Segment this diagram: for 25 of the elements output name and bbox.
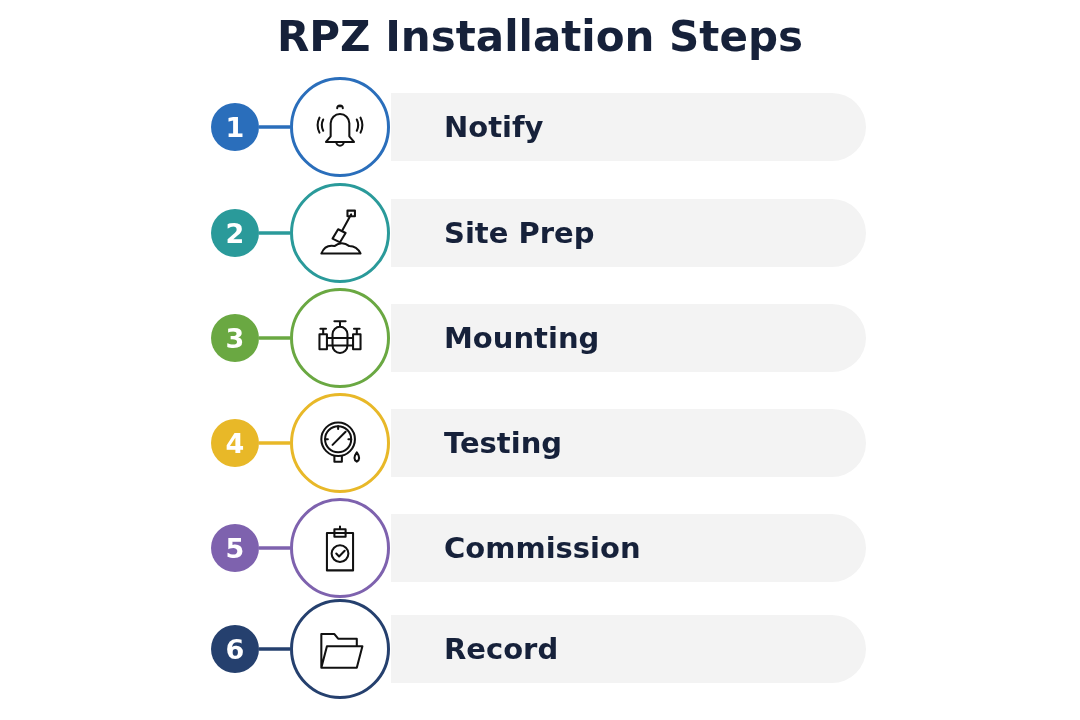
connector-line	[259, 546, 290, 550]
connector-line	[259, 441, 290, 445]
step-label: Notify	[444, 110, 544, 144]
step-bar	[391, 199, 866, 267]
step-number: 4	[211, 419, 259, 467]
connector-line	[259, 231, 290, 235]
step-number: 3	[211, 314, 259, 362]
step-label: Site Prep	[444, 216, 595, 250]
connector-line	[259, 125, 290, 129]
step-label: Testing	[444, 426, 563, 460]
connector-line	[259, 647, 290, 651]
step-number: 1	[211, 103, 259, 151]
step-label: Mounting	[444, 321, 600, 355]
title: RPZ Installation Steps	[276, 12, 804, 61]
connector-line	[259, 336, 290, 340]
step-number: 6	[211, 625, 259, 673]
step-number: 2	[211, 209, 259, 257]
step-bar	[391, 409, 866, 477]
step-bar	[391, 615, 866, 683]
step-label: Commission	[444, 531, 641, 565]
step-bar	[391, 514, 866, 582]
step-bar	[391, 93, 866, 161]
step-number: 5	[211, 524, 259, 572]
step-bar	[391, 304, 866, 372]
step-label: Record	[444, 632, 559, 666]
